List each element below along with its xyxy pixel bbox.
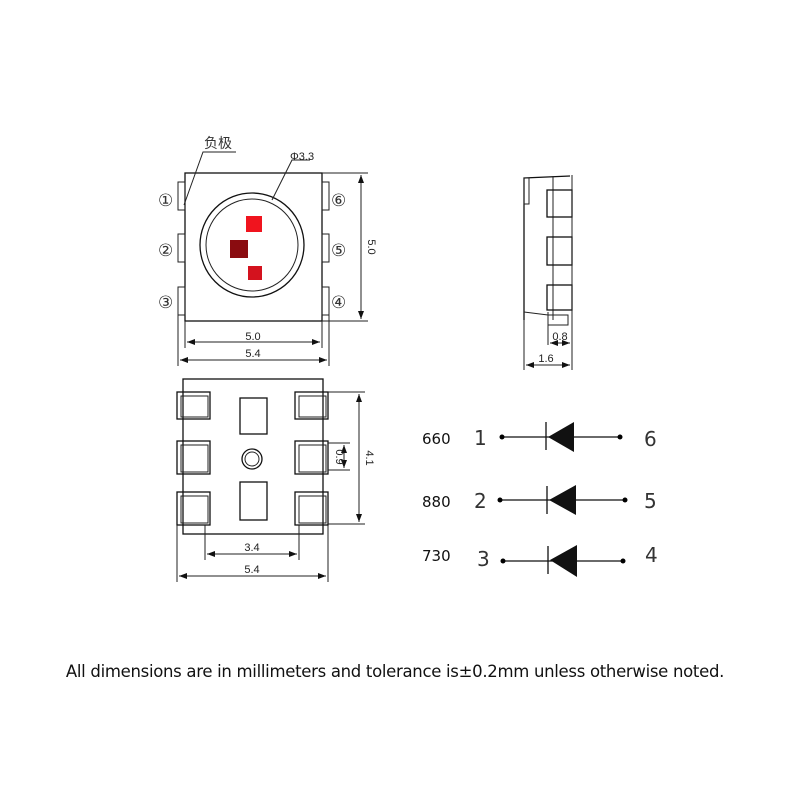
- side-pad: [546, 284, 573, 311]
- polarity-mark: [241, 448, 263, 470]
- bottom-view: 4.1 0.9 3.4 5.4: [176, 378, 375, 582]
- side-pad: [546, 236, 573, 266]
- pin-5-label: ⑤: [331, 241, 346, 261]
- pin-2-label: ②: [158, 241, 173, 261]
- schematic: 660 1 6 880 2 5 730 3 4: [422, 422, 658, 577]
- cathode-label: 负极: [204, 136, 232, 152]
- diode-660: 660 1 6: [422, 422, 657, 452]
- wavelength-label: 660: [422, 430, 451, 448]
- pin-6-label: ⑥: [331, 191, 346, 211]
- diode-730: 730 3 4: [422, 543, 658, 577]
- anode-pin: 2: [474, 489, 487, 513]
- wavelength-label: 730: [422, 547, 451, 565]
- anode-pin: 3: [477, 547, 490, 571]
- body-width-dim: 5.0: [245, 331, 260, 343]
- solder-pads: [176, 391, 329, 526]
- side-pins: [177, 181, 330, 316]
- thermal-pad: [239, 397, 268, 435]
- diode-symbol: [550, 545, 577, 577]
- package-body-bottom: [182, 378, 324, 535]
- height-dim: 5.0: [365, 239, 377, 254]
- overall-width-dim-bottom: 5.4: [244, 564, 259, 576]
- cathode-pin: 4: [645, 543, 658, 567]
- diode-symbol: [549, 485, 576, 515]
- thickness-dim: 1.6: [538, 353, 553, 365]
- diode-880: 880 2 5: [422, 485, 657, 515]
- pad-pitch-dim: 3.4: [244, 542, 259, 554]
- lens-leader: [271, 159, 310, 201]
- lens-outer: [199, 192, 305, 298]
- overall-width-dim: 5.4: [245, 348, 260, 360]
- pad-span-dim: 4.1: [363, 450, 375, 465]
- side-view: 0.8 1.6: [523, 175, 573, 370]
- anode-pin: 1: [474, 426, 487, 450]
- side-pad: [546, 189, 573, 218]
- lens-diameter-label: Φ3.3: [290, 151, 314, 163]
- top-view: ① ② ③ ⑥ ⑤ ④ 负极 Φ3.3 5.0 5.0 5.4: [158, 136, 377, 366]
- wavelength-label: 880: [422, 493, 451, 511]
- thermal-pad: [239, 481, 268, 521]
- pad-height-dim: 0.9: [333, 449, 345, 464]
- led-chip-880: [230, 240, 248, 258]
- dimension-note: All dimensions are in millimeters and to…: [65, 662, 725, 681]
- pad-dim: 0.8: [552, 331, 567, 343]
- cathode-leader: [183, 151, 236, 206]
- pin-3-label: ③: [158, 293, 173, 313]
- pin-1-label: ①: [158, 191, 173, 211]
- lens-inner: [205, 198, 299, 292]
- cathode-pin: 5: [644, 489, 657, 513]
- led-chip-660: [246, 216, 262, 232]
- diode-symbol: [548, 422, 574, 452]
- led-chip-730: [248, 266, 262, 280]
- pin-4-label: ④: [331, 293, 346, 313]
- cathode-pin: 6: [644, 427, 657, 451]
